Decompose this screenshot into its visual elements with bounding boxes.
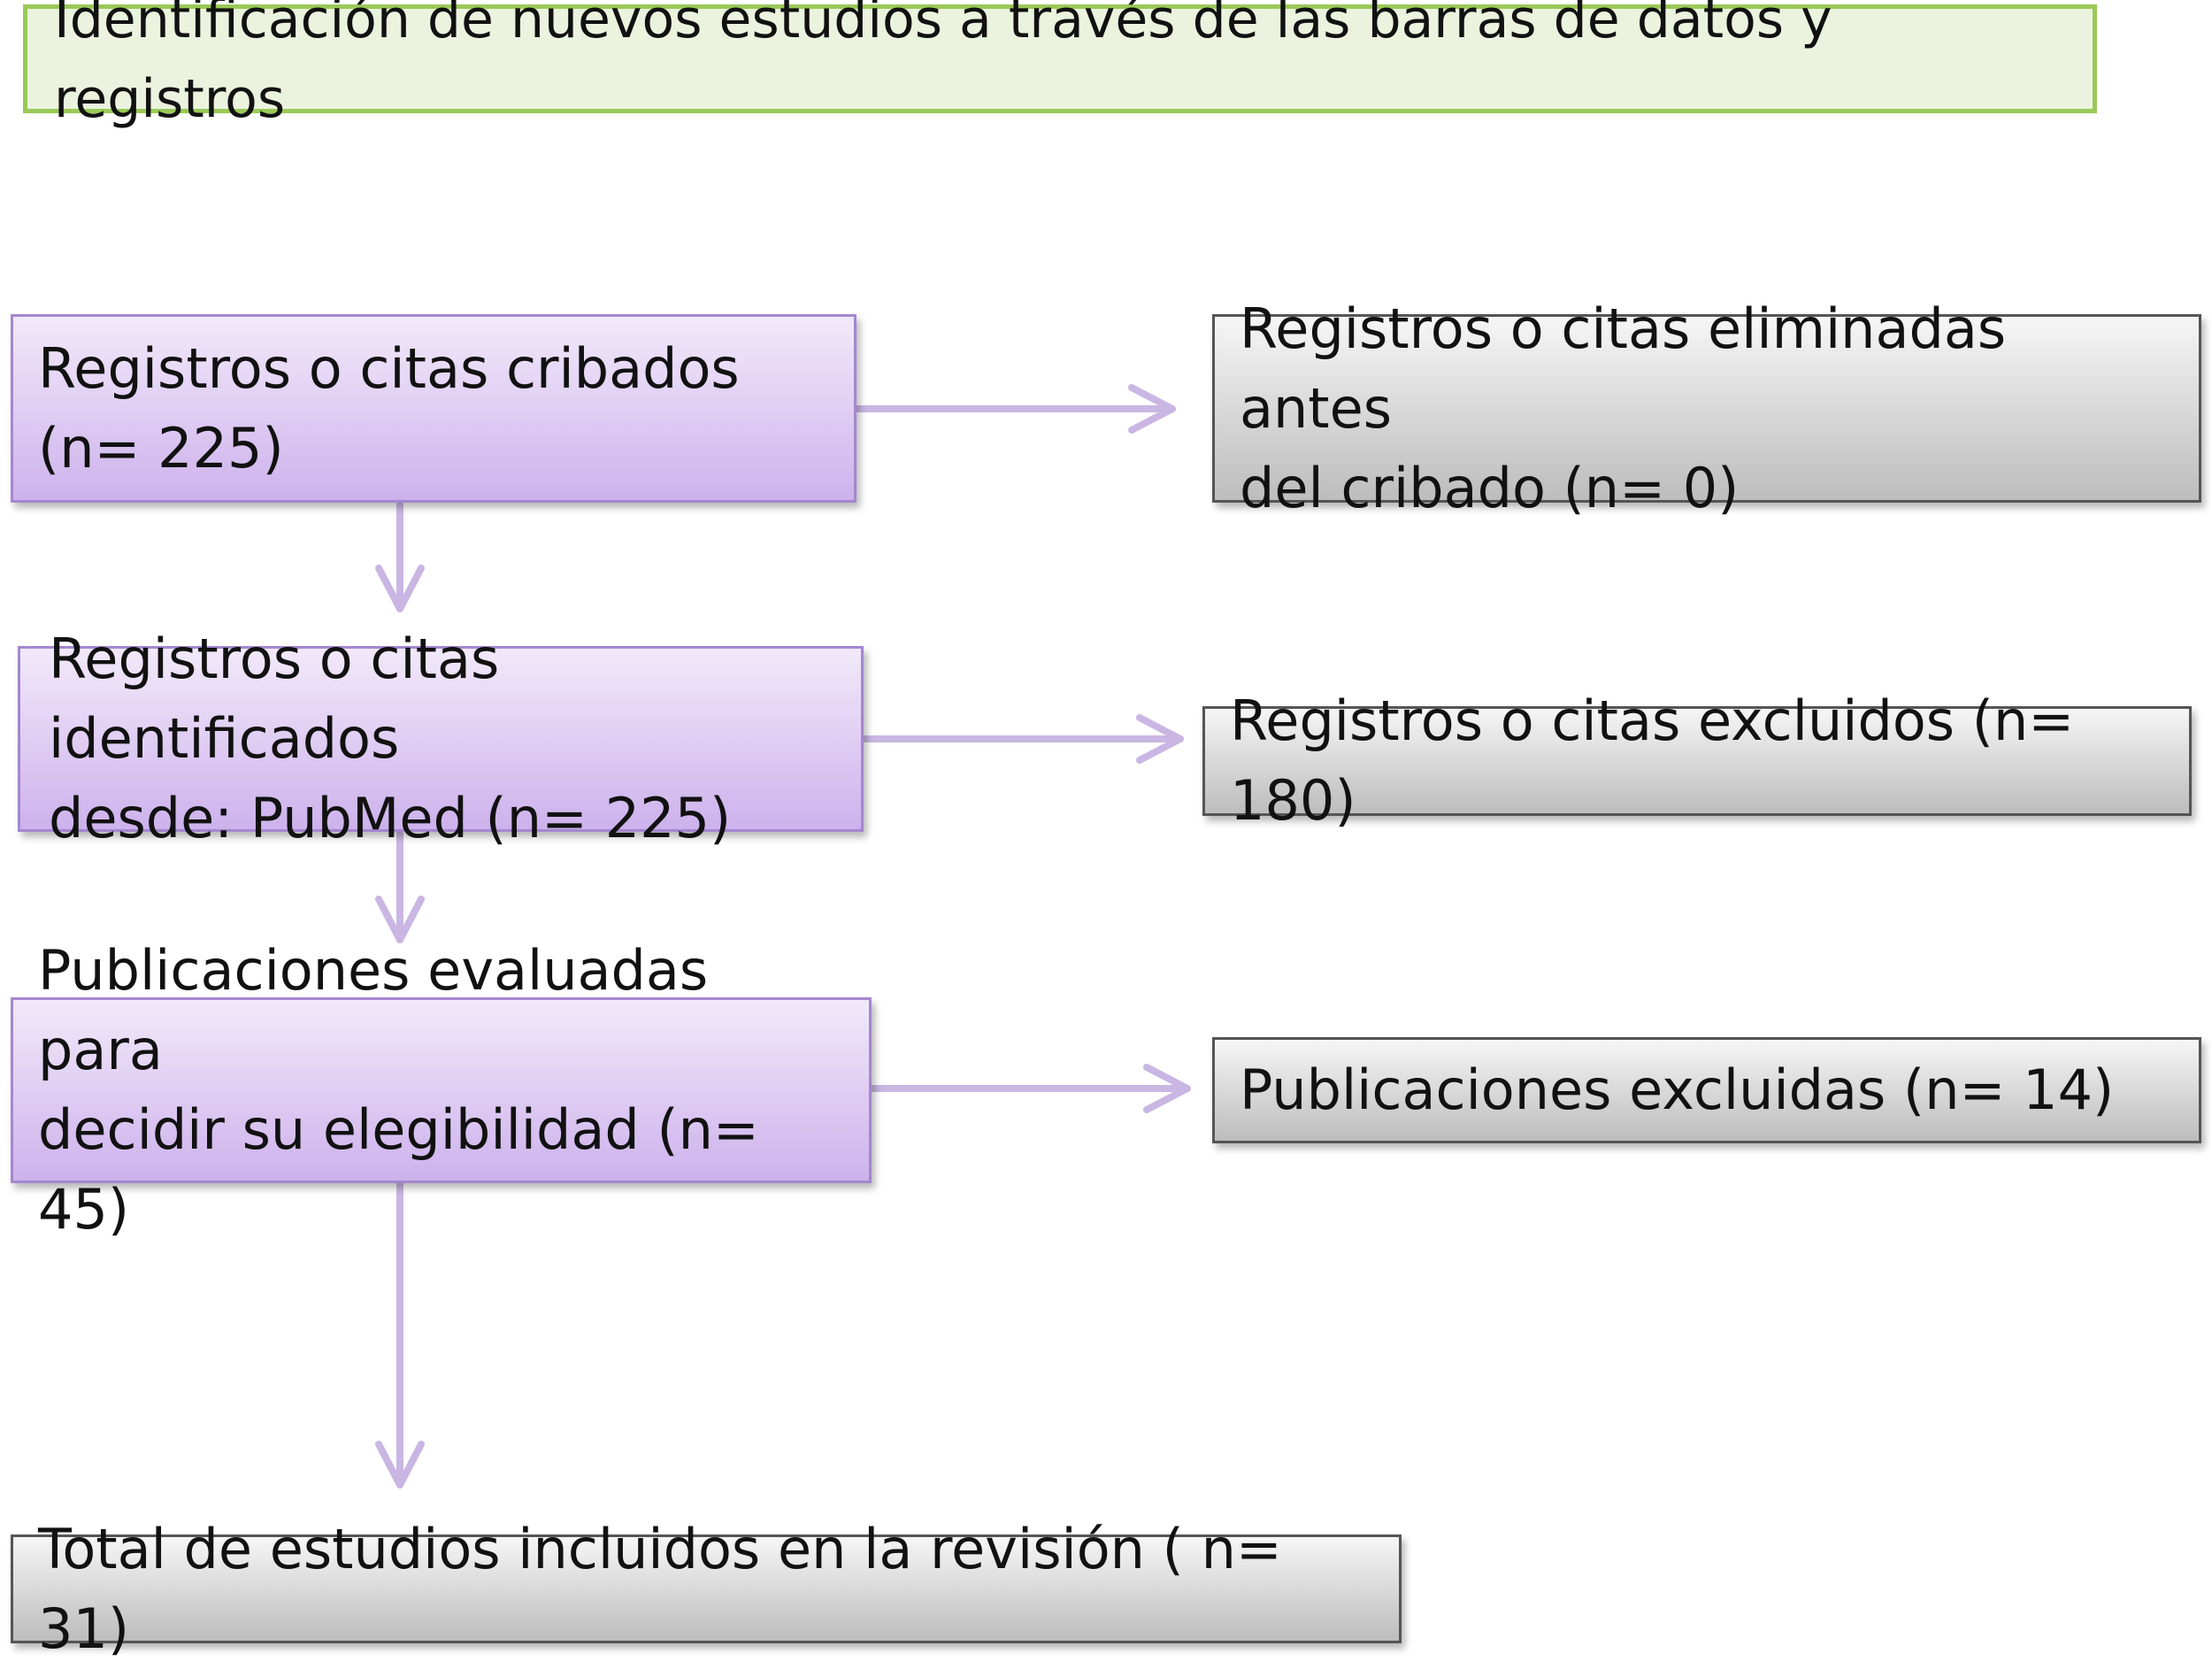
exclusion-removed-before-screening: Registros o citas eliminadas antes del c… [1212, 296, 2201, 520]
step-identified-records-text: Registros o citas identificados desde: P… [49, 627, 732, 850]
exclusion-records-excluded: Registros o citas excluidos (n= 180) [1202, 688, 2192, 833]
arrowhead-step2-to-exclusion2 [1136, 714, 1184, 764]
diagram-title: Identificación de nuevos estudios a trav… [23, 0, 2097, 130]
arrowhead-step1-to-exclusion1 [1128, 384, 1176, 434]
exclusion-records-excluded-text: Registros o citas excluidos (n= 180) [1230, 688, 2075, 833]
arrowhead-step2-to-step3 [375, 896, 425, 943]
final-included-studies: Total de estudios incluidos en la revisi… [11, 1517, 1402, 1661]
final-included-studies-text: Total de estudios incluidos en la revisi… [38, 1516, 1282, 1661]
exclusion-publications-excluded: Publicaciones excluidas (n= 14) [1212, 1037, 2201, 1143]
diagram-title-text: Identificación de nuevos estudios a trav… [54, 0, 1832, 130]
step-eligibility-assessment-text: Publicaciones evaluadas para decidir su … [38, 938, 759, 1242]
exclusion-publications-excluded-text: Publicaciones excluidas (n= 14) [1240, 1058, 2115, 1122]
arrowhead-step3-to-exclusion3 [1143, 1064, 1191, 1113]
arrowhead-step1-to-step2 [375, 565, 425, 612]
exclusion-removed-before-screening-text: Registros o citas eliminadas antes del c… [1240, 296, 2007, 520]
step-screened-records-text: Registros o citas cribados (n= 225) [38, 335, 740, 481]
step-eligibility-assessment: Publicaciones evaluadas para decidir su … [11, 938, 872, 1242]
step-screened-records: Registros o citas cribados (n= 225) [11, 314, 856, 503]
arrowhead-step3-to-final [375, 1441, 425, 1488]
step-identified-records: Registros o citas identificados desde: P… [18, 627, 864, 850]
